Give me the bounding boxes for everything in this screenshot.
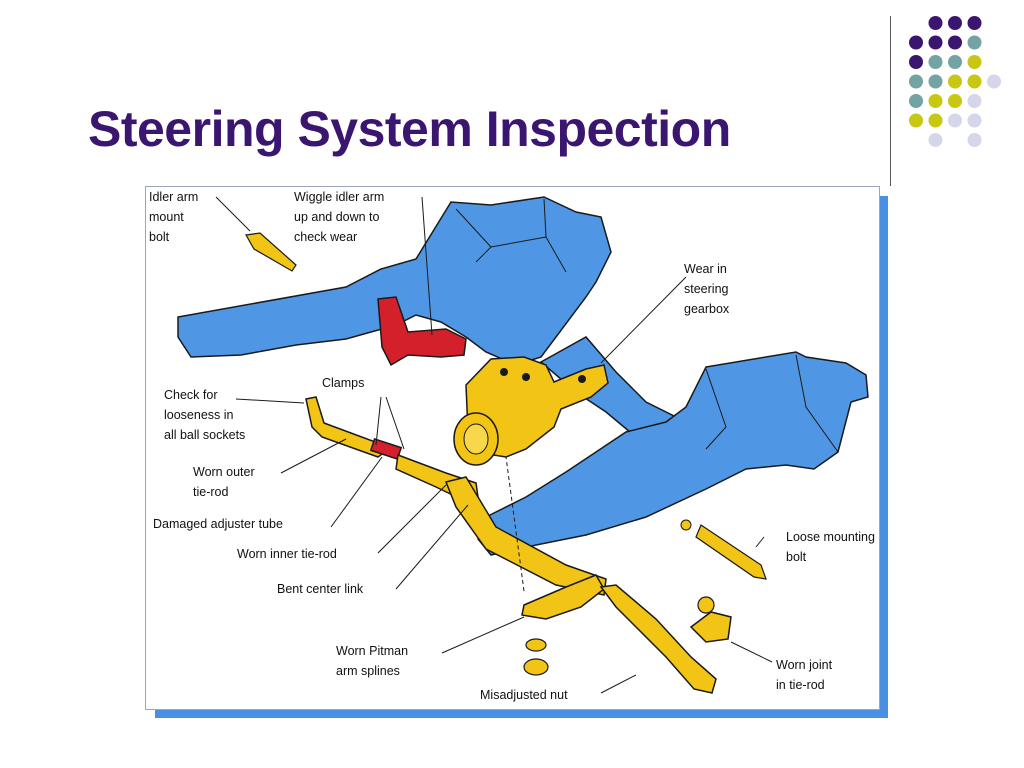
label-bent-center-link: Bent center link	[277, 582, 364, 596]
decorative-dot	[948, 94, 962, 108]
label-wiggle-idler-arm: Wiggle idler arm up and down to check we…	[294, 190, 385, 244]
decorative-dot	[928, 35, 943, 50]
label-damaged-adjuster-tube: Damaged adjuster tube	[153, 517, 283, 531]
decorative-dot	[967, 16, 982, 30]
label-worn-joint-in-tie-rod: Worn joint in tie-rod	[776, 658, 833, 692]
decorative-dot	[909, 35, 923, 50]
adjuster-tube	[369, 438, 403, 460]
frame-rail-left	[177, 196, 612, 366]
label-worn-outer-tie-rod: Worn outer tie-rod	[193, 465, 255, 499]
decorative-dot	[928, 16, 943, 30]
pitman-arm	[521, 574, 605, 620]
label-misadjusted-nut: Misadjusted nut	[480, 688, 568, 702]
label-worn-inner-tie-rod: Worn inner tie-rod	[237, 547, 337, 561]
label-loose-mounting-bolt: Loose mounting bolt	[786, 530, 875, 564]
decorative-dot	[948, 55, 962, 69]
idler-arm	[377, 296, 467, 367]
decorative-dot	[967, 94, 982, 108]
decorative-dot-grid	[909, 16, 1001, 147]
slide-title: Steering System Inspection	[88, 101, 731, 157]
decorative-dot	[928, 55, 943, 69]
decorative-dot	[928, 133, 943, 147]
decorative-dot	[967, 74, 982, 89]
label-clamps: Clamps	[322, 376, 365, 390]
label-check-ball-sockets: Check for looseness in all ball sockets	[164, 388, 246, 442]
decorative-dot	[928, 113, 943, 128]
decorative-dot	[928, 74, 943, 89]
header-divider	[890, 16, 891, 186]
decorative-dot	[967, 35, 982, 50]
decorative-dot	[948, 74, 962, 89]
decorative-dot	[909, 74, 923, 89]
decorative-dot	[928, 94, 943, 108]
decorative-dot	[987, 74, 1001, 89]
decorative-dot	[909, 113, 923, 128]
steering-illustration	[177, 196, 869, 694]
decorative-dot	[967, 55, 982, 69]
steering-diagram: Idler arm mount bolt Wiggle idler arm up…	[145, 186, 880, 710]
decorative-dot	[967, 133, 982, 147]
label-wear-in-gearbox: Wear in steering gearbox	[684, 262, 730, 316]
label-idler-arm-mount-bolt: Idler arm mount bolt	[149, 190, 199, 244]
decorative-dot	[967, 113, 982, 128]
decorative-dot	[909, 94, 923, 108]
label-worn-pitman-arm-splines: Worn Pitman arm splines	[336, 644, 409, 678]
decorative-dot	[948, 35, 962, 50]
decorative-dot	[909, 55, 923, 69]
decorative-dot	[948, 16, 962, 30]
tie-rod-right	[599, 584, 717, 694]
decorative-dot	[948, 113, 962, 128]
frame-rail-right	[477, 351, 869, 556]
